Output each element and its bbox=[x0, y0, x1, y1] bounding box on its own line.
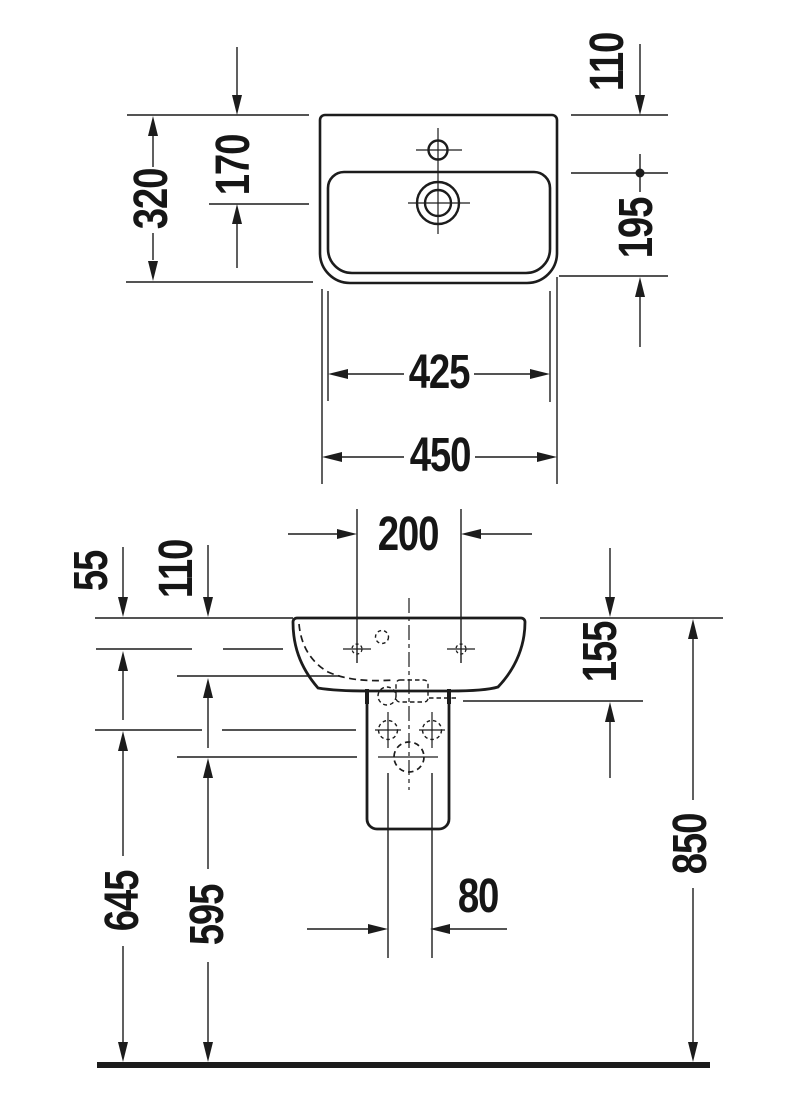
front-dimension-lines bbox=[118, 509, 698, 1062]
dim-label-front-rim-height: 850 bbox=[664, 813, 717, 875]
arrowhead-left bbox=[461, 529, 481, 539]
overflow-hole-dashed bbox=[374, 629, 390, 645]
arrowhead-down bbox=[232, 95, 242, 115]
dim-label-plan-depth: 320 bbox=[125, 168, 178, 230]
trap-outline-dashed bbox=[395, 679, 429, 703]
dim-label-plan-tap-ledge: 110 bbox=[581, 32, 634, 92]
arrowhead-down bbox=[688, 1042, 698, 1062]
arrowhead-down bbox=[118, 597, 128, 617]
dim-label-plan-drain-axis: 170 bbox=[207, 134, 260, 196]
arrowhead-up bbox=[148, 116, 158, 136]
plan-view bbox=[318, 113, 559, 285]
pedestal-outline bbox=[365, 691, 451, 831]
arrowhead-down bbox=[118, 1042, 128, 1062]
trap-bend-dashed bbox=[377, 686, 397, 706]
arrowhead-down bbox=[148, 261, 158, 281]
dim-label-plan-bowl-width: 425 bbox=[408, 346, 471, 399]
arrowhead-down bbox=[203, 597, 213, 617]
arrowhead-right bbox=[530, 369, 550, 379]
arrowhead-up bbox=[203, 758, 213, 778]
dim-label-plan-bowl-depth: 195 bbox=[610, 197, 663, 259]
basin-outer-shell bbox=[318, 113, 559, 285]
dim-label-front-rim-to-bowl: 110 bbox=[150, 539, 203, 599]
basin-inner-rim bbox=[326, 170, 552, 275]
dim-label-front-body-height: 155 bbox=[574, 621, 627, 683]
dim-label-front-fixing-height: 645 bbox=[96, 870, 149, 932]
arrowhead-down bbox=[605, 597, 615, 617]
arrowhead-up bbox=[605, 702, 615, 722]
dim-label-front-outlet-height: 595 bbox=[181, 884, 234, 946]
arrowhead-up bbox=[635, 277, 645, 297]
arrowhead-up bbox=[232, 204, 242, 224]
arrowhead-right bbox=[337, 529, 357, 539]
plan-dimension-lines bbox=[126, 44, 668, 484]
arrowhead-down bbox=[635, 95, 645, 115]
arrowhead-left bbox=[322, 452, 342, 462]
dim-label-front-outlet-width: 80 bbox=[457, 870, 500, 923]
dim-label-front-hole-spacing: 200 bbox=[377, 508, 440, 561]
arrowhead-left bbox=[430, 924, 450, 934]
arrowhead-up bbox=[203, 678, 213, 698]
arrowhead-left bbox=[328, 369, 348, 379]
arrowhead-right bbox=[537, 452, 557, 462]
dim-label-plan-overall-width: 450 bbox=[409, 429, 472, 482]
arrowhead-down bbox=[203, 1042, 213, 1062]
arrowhead-up bbox=[118, 731, 128, 751]
arrowhead-up bbox=[688, 619, 698, 639]
dim-label-front-rim-to-fixing: 55 bbox=[65, 550, 118, 592]
front-reference-lines bbox=[95, 617, 723, 758]
arrowhead-right bbox=[368, 924, 388, 934]
bowl-inner-contour-dashed bbox=[298, 623, 395, 682]
arrowhead-up bbox=[118, 651, 128, 671]
